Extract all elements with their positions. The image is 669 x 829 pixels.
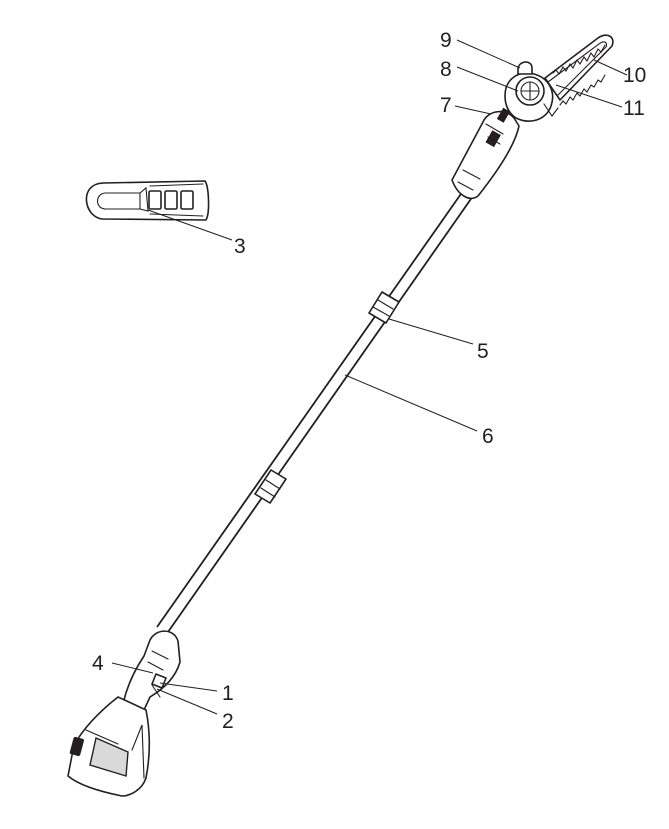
guide-bar (544, 34, 614, 106)
callout-1: 1 (222, 682, 234, 705)
battery-housing (67, 696, 151, 797)
callout-10: 10 (623, 64, 646, 87)
sprocket-cover (504, 61, 559, 122)
guide-bar-cover (85, 180, 210, 221)
callout-7: 7 (440, 94, 452, 117)
callout-6: 6 (482, 425, 494, 448)
callout-8: 8 (440, 58, 452, 81)
leader-lines (111, 39, 628, 715)
callout-11: 11 (623, 97, 645, 120)
callout-4: 4 (92, 652, 104, 675)
motor-housing (451, 107, 520, 200)
callout-labels: 1 2 3 4 5 6 7 8 9 10 11 (92, 29, 646, 733)
shaft-joint-upper (368, 291, 400, 324)
callout-3: 3 (234, 235, 246, 258)
callout-2: 2 (222, 710, 234, 733)
callout-9: 9 (440, 29, 452, 52)
shaft-joint-lower (254, 469, 287, 504)
callout-5: 5 (477, 340, 489, 363)
shaft (156, 190, 474, 633)
rear-handle (123, 630, 181, 711)
